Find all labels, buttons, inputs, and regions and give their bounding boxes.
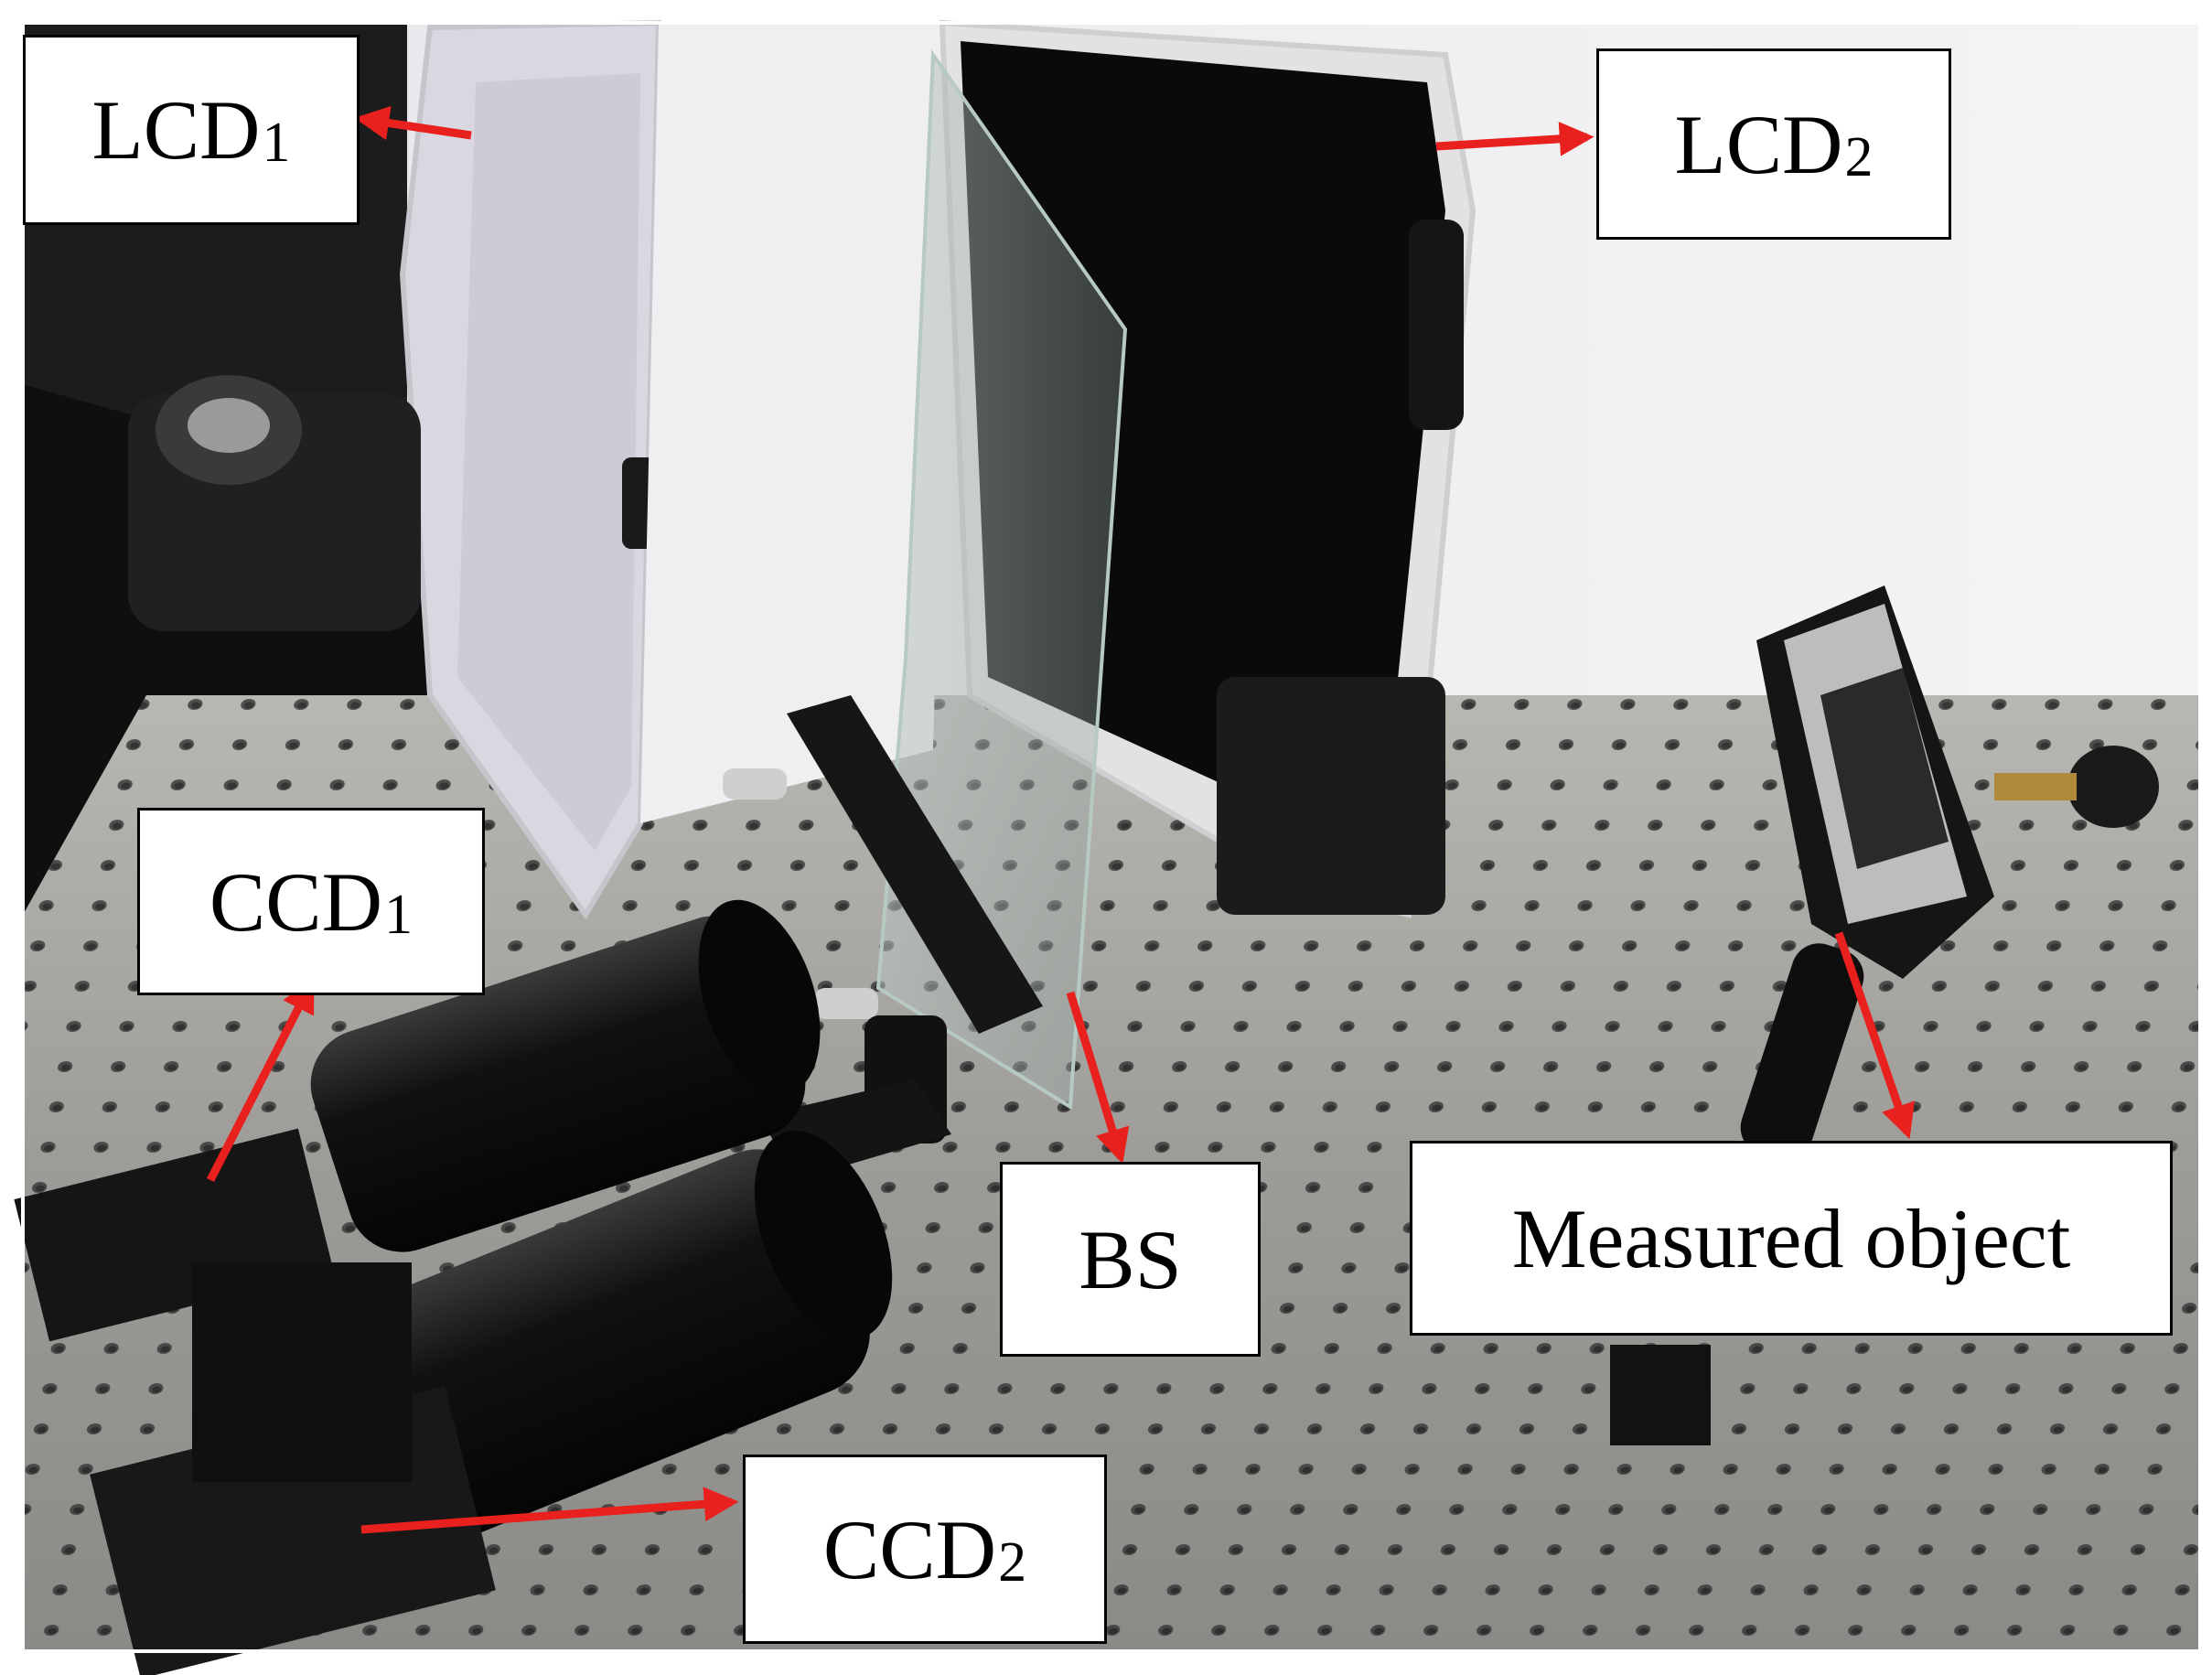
ccd2-camera: [90, 1131, 893, 1675]
arrow-measured-object: [1834, 931, 1916, 1140]
label-ccd1-sub: 1: [384, 883, 413, 946]
lcd1-screen: [457, 73, 640, 851]
label-lcd2-text: LCD: [1674, 97, 1843, 191]
bs-holder-screw-2: [814, 988, 878, 1019]
label-ccd1-text: CCD: [209, 854, 383, 949]
arrow-bs: [1066, 991, 1130, 1165]
bs-holder-screw-1: [723, 768, 787, 800]
arrow-lcd2: [1435, 121, 1595, 156]
ccd2-mount: [192, 1262, 412, 1482]
lcd2-clamp: [1409, 220, 1464, 430]
label-ccd2-sub: 2: [998, 1530, 1027, 1594]
arrow-lcd1: [354, 105, 472, 141]
measured-object-knob: [2067, 746, 2159, 828]
label-bs: BS: [1000, 1162, 1261, 1357]
label-lcd1-text: LCD: [91, 83, 261, 177]
white-board: [640, 23, 951, 823]
holder-knob-cap: [188, 398, 270, 453]
measured-object-post: [1740, 943, 1864, 1161]
label-measured-object-text: Measured object: [1511, 1191, 2071, 1285]
arrow-ccd2: [360, 1487, 739, 1534]
bs-holder: [787, 695, 1043, 1034]
lcd2-stand: [1217, 677, 1445, 915]
measured-object-knob-shaft: [1994, 773, 2077, 800]
label-bs-text: BS: [1079, 1212, 1182, 1306]
label-lcd1-sub: 1: [262, 112, 291, 174]
arrow-ccd1: [206, 977, 316, 1183]
measured-object-base: [1610, 1345, 1711, 1445]
photo-frame: [21, 21, 2202, 1653]
label-lcd2-sub: 2: [1844, 125, 1874, 188]
label-ccd2-text: CCD: [822, 1502, 997, 1596]
measured-object-surface: [1820, 668, 1949, 869]
label-measured-object: Measured object: [1410, 1141, 2173, 1336]
